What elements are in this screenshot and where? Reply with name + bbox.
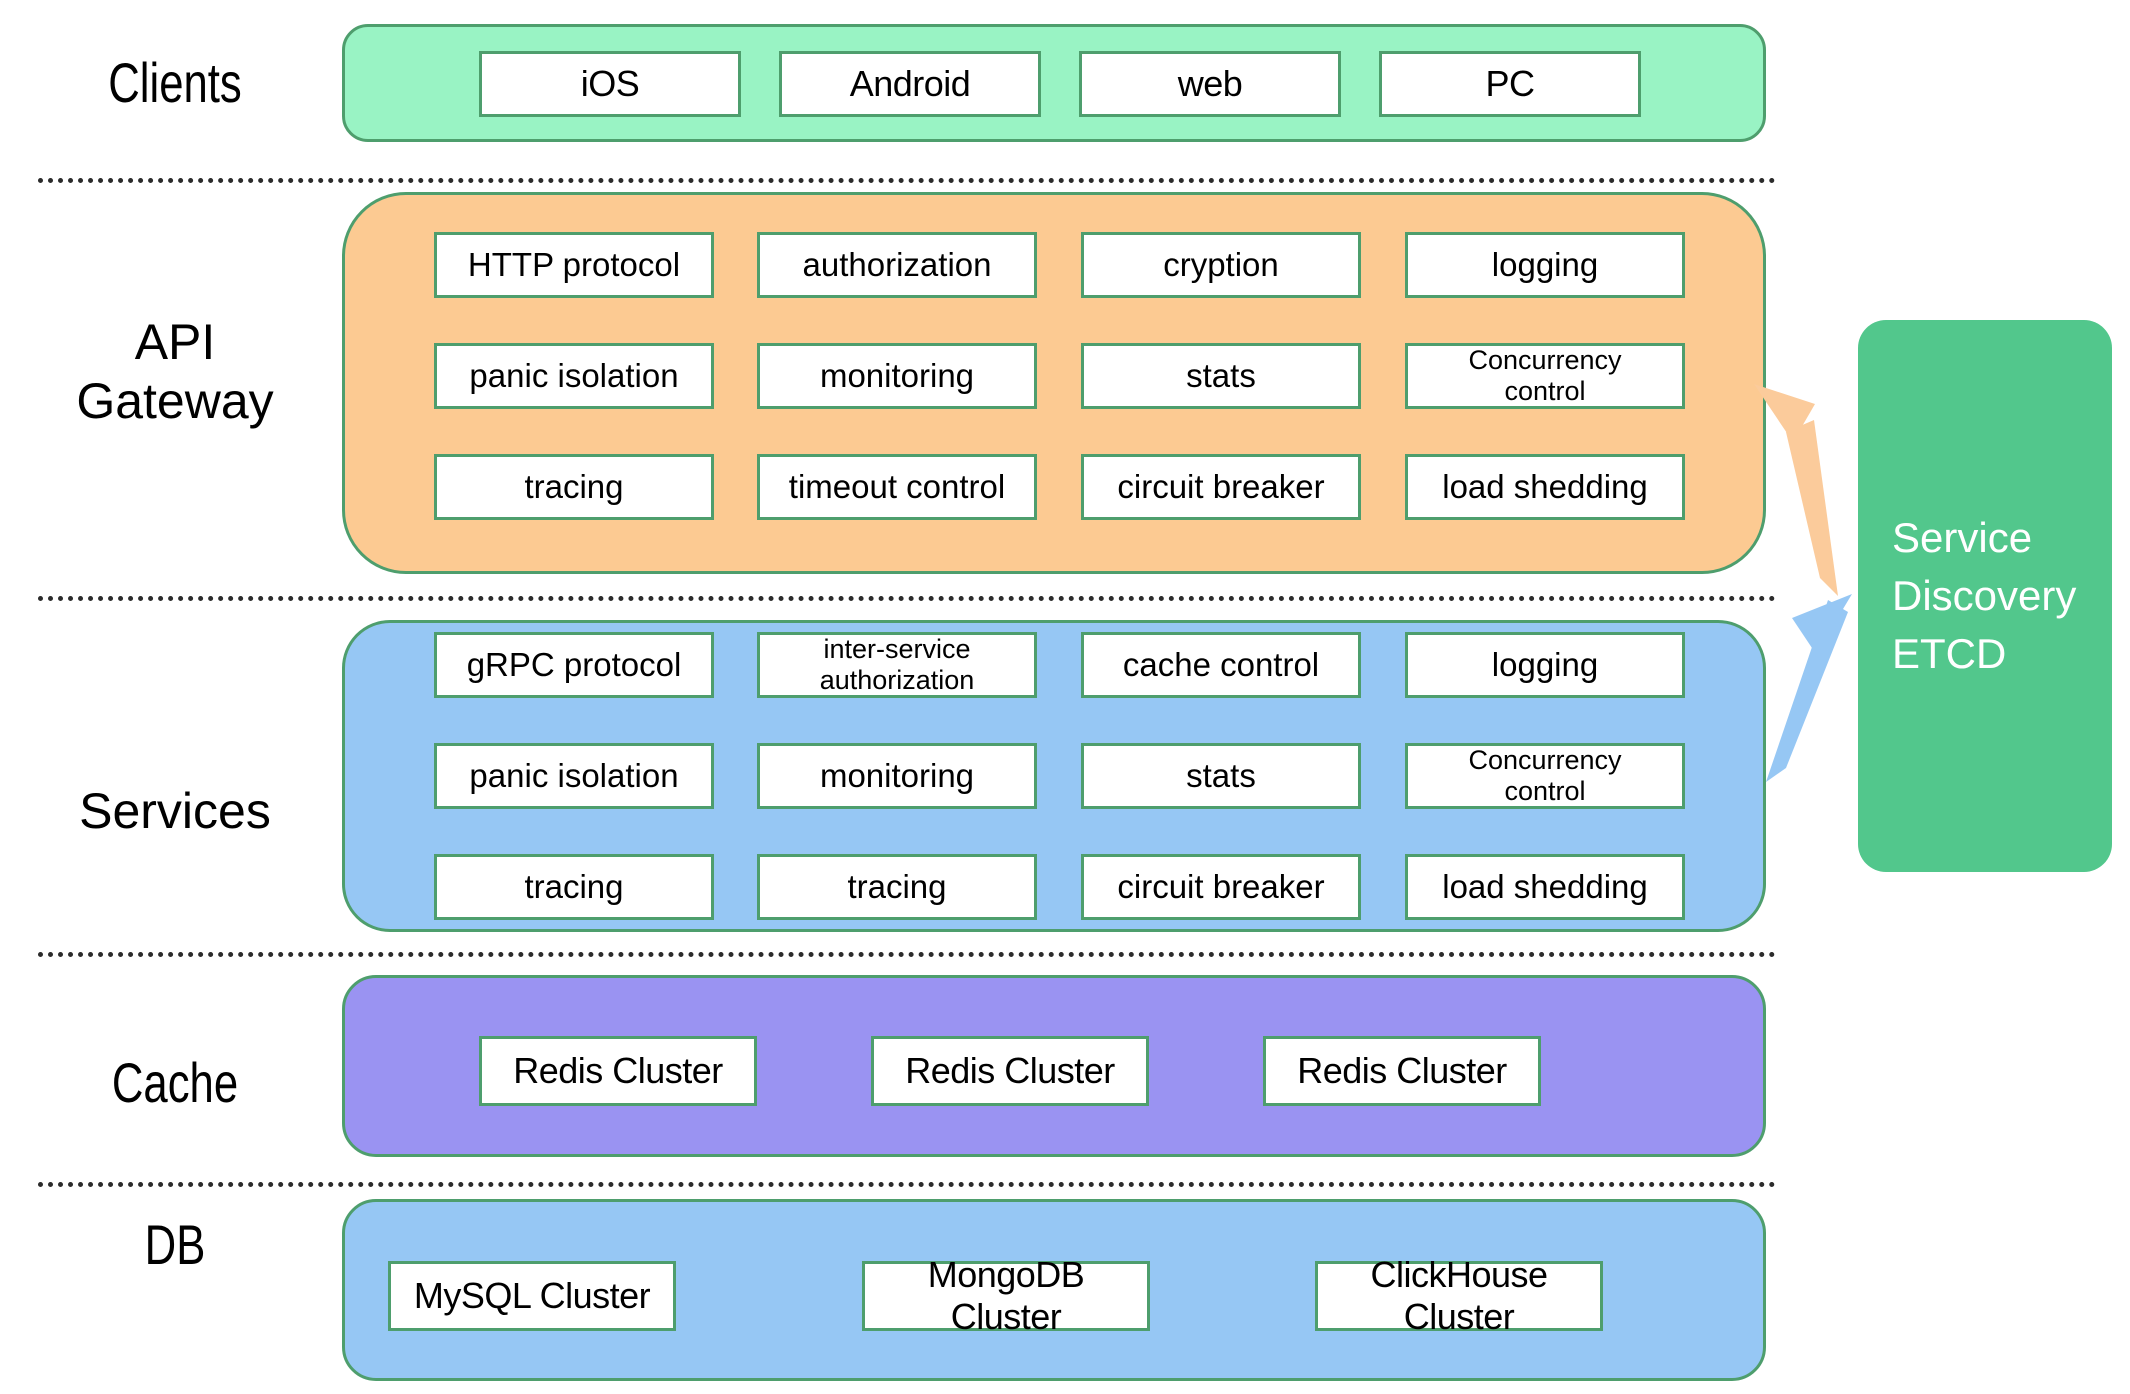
arrow-services-to-discovery [1766,594,1852,782]
service-discovery-etcd-box[interactable]: Service Discovery ETCD [1858,320,2112,872]
db-box-mysql-cluster[interactable]: MySQL Cluster [388,1261,676,1331]
arrow-discovery-to-gateway [1754,384,1838,596]
row-label-db: DB [144,1213,206,1276]
db-box-mongodb-cluster[interactable]: MongoDB Cluster [862,1254,1150,1337]
service-box-tracing-2[interactable]: tracing [757,854,1037,920]
gateway-box-load-shedding[interactable]: load shedding [1405,454,1685,520]
service-box-cache-control[interactable]: cache control [1081,632,1361,698]
row-label-api-gateway: API Gateway [76,314,274,429]
db-box-clickhouse-cluster[interactable]: ClickHouse Cluster [1315,1254,1603,1337]
service-box-panic-isolation[interactable]: panic isolation [434,743,714,809]
separator-cache-db [38,1182,1776,1187]
client-box-pc[interactable]: PC [1379,51,1641,117]
separator-services-cache [38,952,1776,957]
service-box-stats[interactable]: stats [1081,743,1361,809]
gateway-box-stats[interactable]: stats [1081,343,1361,409]
row-label-cache: Cache [111,1051,239,1114]
client-box-android[interactable]: Android [779,51,1041,117]
client-box-web[interactable]: web [1079,51,1341,117]
service-box-logging[interactable]: logging [1405,632,1685,698]
row-label-clients: Clients [108,51,242,114]
gateway-box-concurrency-control[interactable]: Concurrency control [1405,343,1685,409]
gateway-box-logging[interactable]: logging [1405,232,1685,298]
client-box-ios[interactable]: iOS [479,51,741,117]
gateway-box-monitoring[interactable]: monitoring [757,343,1037,409]
cache-box-redis-1[interactable]: Redis Cluster [479,1036,757,1106]
service-box-tracing-1[interactable]: tracing [434,854,714,920]
gateway-box-cryption[interactable]: cryption [1081,232,1361,298]
service-box-concurrency-control[interactable]: Concurrency control [1405,743,1685,809]
service-box-monitoring[interactable]: monitoring [757,743,1037,809]
service-box-load-shedding[interactable]: load shedding [1405,854,1685,920]
gateway-box-panic-isolation[interactable]: panic isolation [434,343,714,409]
cache-box-redis-2[interactable]: Redis Cluster [871,1036,1149,1106]
service-box-circuit-breaker[interactable]: circuit breaker [1081,854,1361,920]
service-box-grpc-protocol[interactable]: gRPC protocol [434,632,714,698]
gateway-box-authorization[interactable]: authorization [757,232,1037,298]
gateway-box-http-protocol[interactable]: HTTP protocol [434,232,714,298]
service-box-inter-service-authorization[interactable]: inter-service authorization [757,632,1037,698]
row-label-services: Services [79,783,271,839]
gateway-box-timeout-control[interactable]: timeout control [757,454,1037,520]
cache-box-redis-3[interactable]: Redis Cluster [1263,1036,1541,1106]
separator-clients-gateway [38,178,1776,183]
gateway-box-tracing[interactable]: tracing [434,454,714,520]
gateway-box-circuit-breaker[interactable]: circuit breaker [1081,454,1361,520]
separator-gateway-services [38,596,1776,601]
